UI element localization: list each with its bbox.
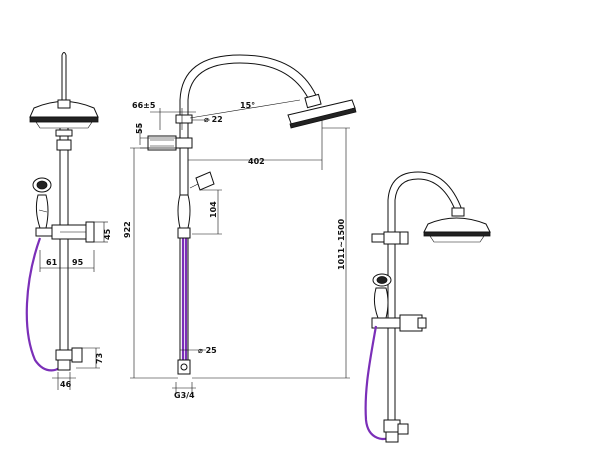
side-view: 66±5 55 ⌀ 22 15° 402 104 922 1011~1500 ⌀… bbox=[123, 54, 357, 400]
side-shower-head bbox=[287, 93, 357, 129]
front-view: 61 95 45 73 46 bbox=[25, 52, 112, 390]
dim-thread: G3/4 bbox=[174, 391, 195, 400]
side-hand-shower bbox=[177, 171, 215, 229]
dim-45: 45 bbox=[103, 228, 112, 240]
perspective-shower-head bbox=[423, 207, 491, 243]
dim-22: ⌀ 22 bbox=[204, 115, 223, 124]
dim-95: 95 bbox=[72, 258, 84, 267]
dim-402: 402 bbox=[248, 157, 265, 166]
dim-922: 922 bbox=[123, 221, 132, 238]
perspective-shower-hose bbox=[364, 325, 393, 440]
dim-46: 46 bbox=[60, 380, 72, 389]
dim-25: ⌀ 25 bbox=[198, 346, 217, 355]
dim-104: 104 bbox=[209, 201, 218, 218]
rain-shower-head bbox=[29, 99, 99, 129]
dim-angle: 15° bbox=[240, 101, 255, 110]
dim-55: 55 bbox=[135, 122, 144, 134]
perspective-view bbox=[364, 171, 491, 443]
shower-hose bbox=[25, 237, 66, 372]
dim-1011-1500: 1011~1500 bbox=[337, 218, 346, 270]
dim-73: 73 bbox=[95, 353, 104, 364]
dim-66: 66±5 bbox=[132, 101, 156, 110]
hand-shower bbox=[32, 177, 52, 229]
dim-61: 61 bbox=[46, 258, 58, 267]
